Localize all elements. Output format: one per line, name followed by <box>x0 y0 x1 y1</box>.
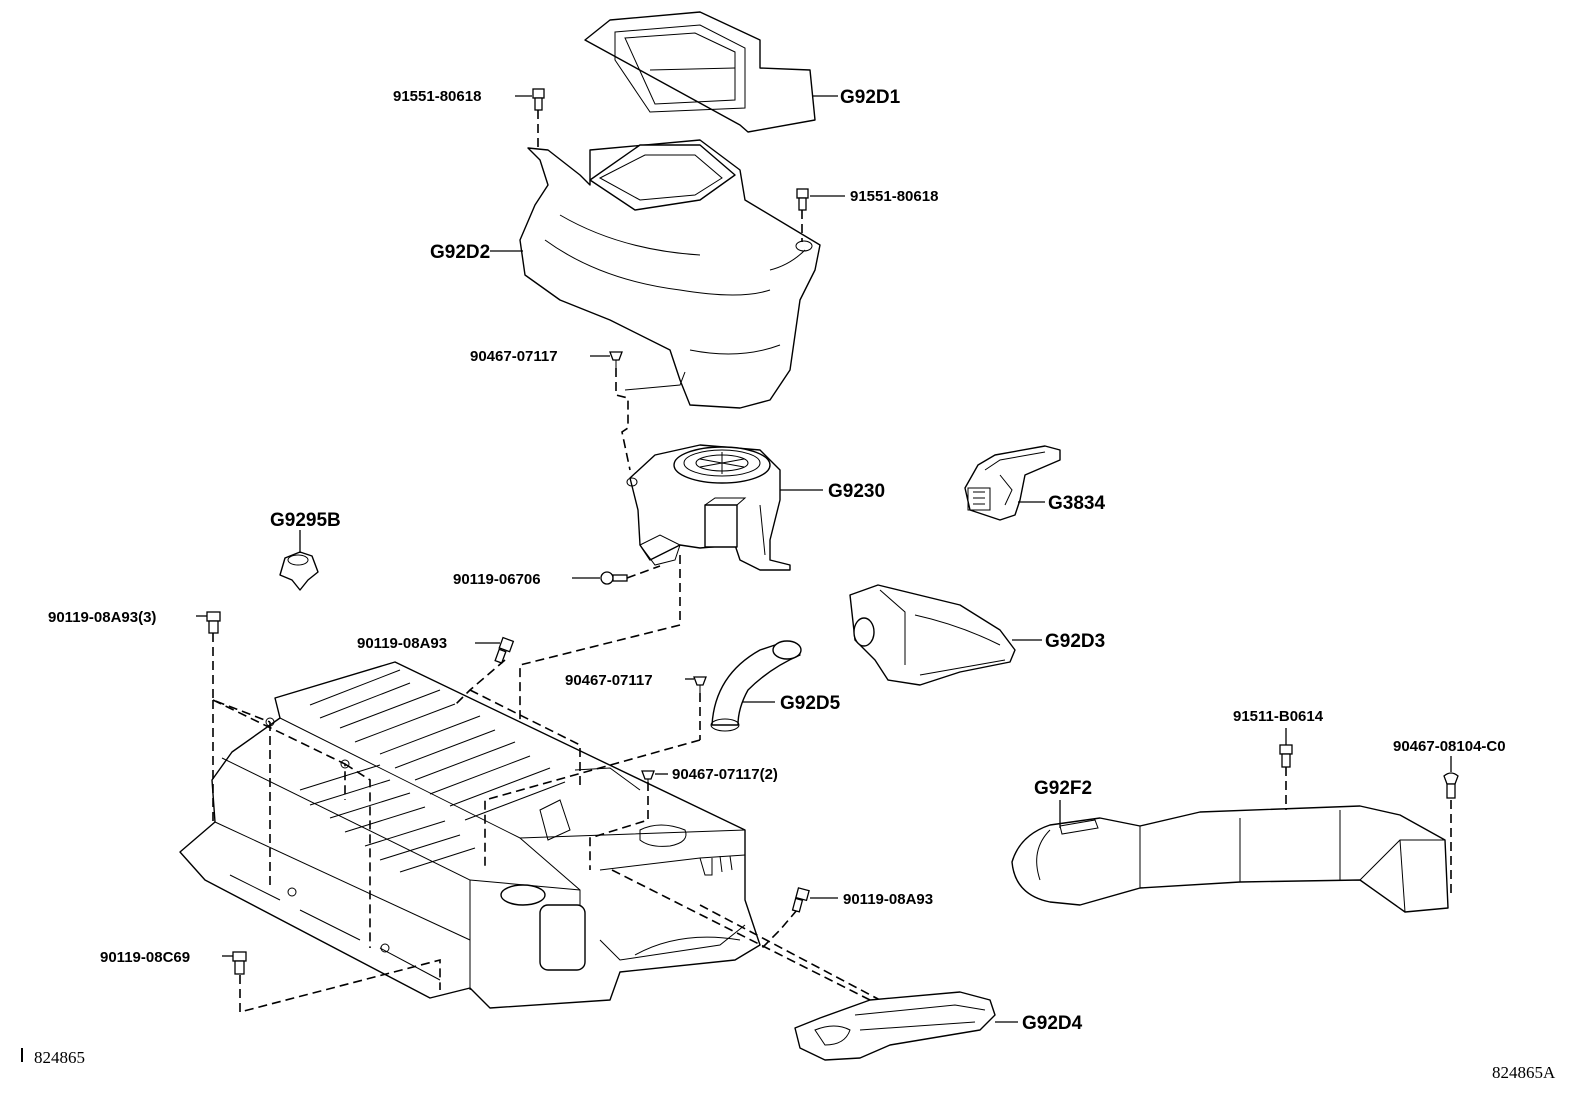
label-pn-90467-07117-b: 90467-07117 <box>565 672 653 689</box>
blower-fan-part[interactable] <box>626 444 791 571</box>
label-g92d1: G92D1 <box>840 87 901 108</box>
bolt-90119-08a93-b[interactable] <box>791 887 810 913</box>
label-g92f2: G92F2 <box>1034 778 1092 799</box>
label-pn-90467-07117-a: 90467-07117 <box>470 348 558 365</box>
label-pn-90119-08a93-b: 90119-08A93 <box>843 891 933 908</box>
label-pn-91511-b0614: 91511-B0614 <box>1233 708 1324 725</box>
clip-90467-07117-middle[interactable] <box>693 676 707 693</box>
side-duct-part[interactable] <box>849 584 1016 686</box>
sensor-part[interactable] <box>964 445 1061 521</box>
bolt-91511-b0614[interactable] <box>1279 744 1293 768</box>
label-g92d2: G92D2 <box>430 242 490 263</box>
duct-cover-part[interactable] <box>584 11 816 133</box>
label-pn-91551-80618-top: 91551-80618 <box>393 88 481 105</box>
label-g92d5: G92D5 <box>780 693 841 714</box>
screw-90119-06706[interactable] <box>600 571 628 585</box>
long-duct-part[interactable] <box>1011 805 1449 913</box>
label-pn-90467-07117-2: 90467-07117(2) <box>672 766 778 783</box>
bolt-90119-08c69[interactable] <box>232 951 247 975</box>
intake-duct-part[interactable] <box>519 139 821 409</box>
label-pn-90119-08a93-a: 90119-08A93 <box>357 635 447 652</box>
bolt-90119-08a93-a[interactable] <box>494 636 515 664</box>
clip-g9295b-part[interactable] <box>279 551 319 591</box>
label-pn-90119-06706: 90119-06706 <box>453 571 541 588</box>
label-g92d3: G92D3 <box>1045 631 1105 652</box>
label-g3834: G3834 <box>1048 493 1105 514</box>
label-pn-90467-08104-c0: 90467-08104-C0 <box>1393 738 1506 755</box>
footer-left-code: 824865 <box>34 1048 85 1067</box>
label-pn-91551-80618-right: 91551-80618 <box>850 188 938 205</box>
bolt-90119-08a93-3[interactable] <box>206 611 221 634</box>
bolt-91551-80618-top[interactable] <box>532 88 545 111</box>
footer-right-code: 824865A <box>1492 1063 1556 1082</box>
label-g9230: G9230 <box>828 481 885 502</box>
bolt-91551-80618-right[interactable] <box>796 188 809 211</box>
clip-90467-07117-2[interactable] <box>641 770 655 786</box>
label-g9295b: G9295B <box>270 510 341 531</box>
battery-assembly-part[interactable] <box>179 661 761 1009</box>
lower-duct-part[interactable] <box>794 991 996 1061</box>
bent-pipe-part[interactable] <box>710 640 802 732</box>
label-pn-90119-08a93-3: 90119-08A93(3) <box>48 609 156 626</box>
clip-90467-08104-c0[interactable] <box>1443 772 1459 799</box>
label-pn-90119-08c69: 90119-08C69 <box>100 949 190 966</box>
label-g92d4: G92D4 <box>1022 1013 1083 1034</box>
clip-90467-07117-upper[interactable] <box>609 351 623 368</box>
